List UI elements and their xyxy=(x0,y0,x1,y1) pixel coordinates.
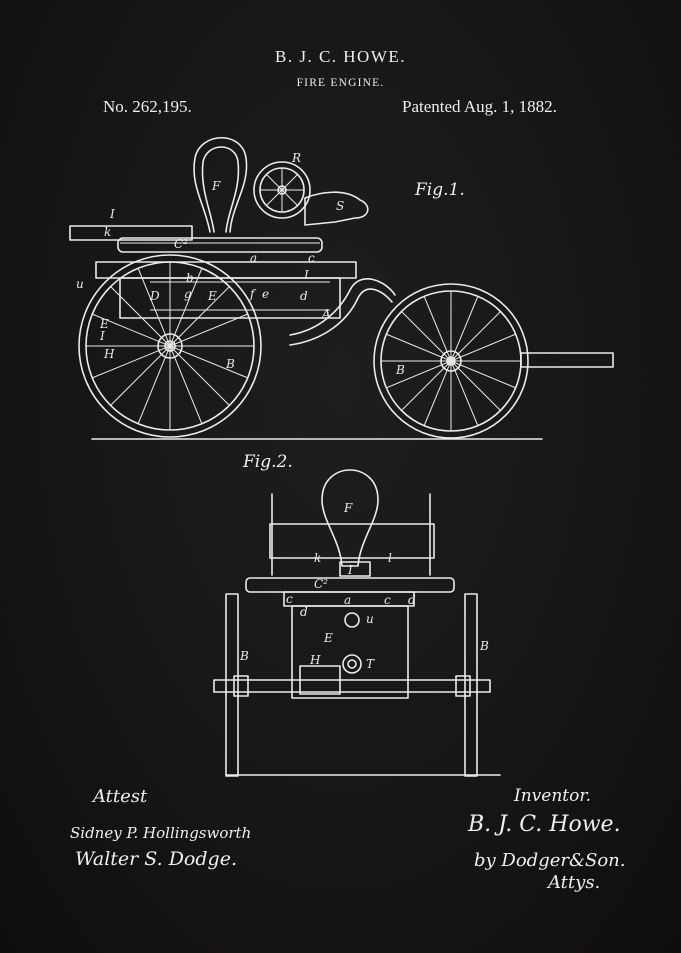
fig1-label-i1: I xyxy=(109,207,115,221)
fig2-label-d1: d xyxy=(300,605,308,619)
fig1-label-k: k xyxy=(104,225,111,239)
fig2-label-a: a xyxy=(344,593,351,607)
attest-label: Attest xyxy=(93,786,148,807)
fig1-lever-f xyxy=(193,136,248,233)
fig1-label-f: F xyxy=(211,179,221,193)
fig2-label-b1: B xyxy=(239,649,249,663)
fig2-label-l: l xyxy=(388,551,392,565)
fig1-label-c: c xyxy=(308,251,315,265)
fig2-label-k: k xyxy=(314,551,321,565)
fig2-label-c2b: c xyxy=(384,593,391,607)
fig1-label-s: S xyxy=(336,199,344,213)
attorneys-label: Attys. xyxy=(548,872,601,893)
fig1-label-i3: I xyxy=(99,329,105,343)
fig2-label-c2: C² xyxy=(314,577,328,591)
fig1-rear-wheel xyxy=(373,283,529,439)
fig1-label-c2: C² xyxy=(174,237,188,251)
fig2-label-f: F xyxy=(343,501,353,515)
patent-subtitle: FIRE ENGINE. xyxy=(296,77,385,89)
patent-date: Patented Aug. 1, 1882. xyxy=(402,97,557,116)
inventor-label: Inventor. xyxy=(514,786,592,806)
fig1-label-u: u xyxy=(76,277,84,291)
fig2-label-u: u xyxy=(366,612,374,626)
witness-signature-1: Sidney P. Hollingsworth xyxy=(70,824,252,842)
fig1-front-wheel xyxy=(78,254,262,438)
fig2-pump-body xyxy=(291,605,409,699)
inventor-signature: B. J. C. Howe. xyxy=(468,812,621,837)
fig2-right-wheel xyxy=(464,593,478,777)
fig1-drawing: I k F R S C² a c I u b g D E f e d A E I… xyxy=(69,136,614,440)
patent-number: No. 262,195. xyxy=(103,97,192,116)
fig1-label: Fig.1. xyxy=(415,180,465,200)
fig1-label-i2: I xyxy=(303,268,309,282)
fig1-label-d-cap: D xyxy=(149,289,160,303)
fig2-platform xyxy=(245,577,455,593)
attorney-by-line: by Dodger&Son. xyxy=(474,850,626,871)
fig2-label-h: H xyxy=(309,653,321,667)
fig1-handwheel-r xyxy=(253,161,311,219)
fig1-label-e-cap: E xyxy=(207,289,217,303)
fig1-label-g: g xyxy=(184,287,192,301)
fig1-label-b: b xyxy=(186,271,194,285)
fig1-support-a xyxy=(289,278,396,336)
fig2-label-i: I xyxy=(347,563,353,577)
patent-title: B. J. C. HOWE. xyxy=(274,47,407,66)
fig1-label-a-cap: A xyxy=(321,307,331,321)
fig1-label-b2: B xyxy=(395,363,405,377)
fig2-crossbar xyxy=(269,523,435,559)
fig2-label-t: T xyxy=(366,657,375,671)
fig1-label-a: a xyxy=(250,251,257,265)
fig1-label-b1: B xyxy=(225,357,235,371)
fig1-platform xyxy=(117,237,323,253)
witness-signature-2: Walter S. Dodge. xyxy=(75,848,237,870)
fig2-label-e: E xyxy=(323,631,333,645)
fig2-label-b2: B xyxy=(479,639,489,653)
fig1-handle-pole xyxy=(69,225,193,241)
fig1-nozzle-s xyxy=(304,191,369,226)
fig2-lever-f xyxy=(321,469,379,567)
fig1-label-h: H xyxy=(103,347,115,361)
fig1-label-d: d xyxy=(300,289,308,303)
fig1-label-r: R xyxy=(291,151,301,165)
fig2-axle xyxy=(213,679,491,693)
fig2-label-c1: c xyxy=(286,592,293,606)
fig2-label-d2: d xyxy=(408,593,416,607)
fig2-left-wheel xyxy=(225,593,239,777)
fig1-label-f-small: f xyxy=(249,287,257,301)
fig1-label-e2: E xyxy=(99,317,109,331)
fig2-label: Fig.2. xyxy=(243,452,293,472)
fig1-rear-pole xyxy=(520,352,614,368)
fig2-drawing: F k l I C² c a c d d u E B H T B xyxy=(213,469,501,777)
fig1-label-e-small: e xyxy=(262,287,269,301)
